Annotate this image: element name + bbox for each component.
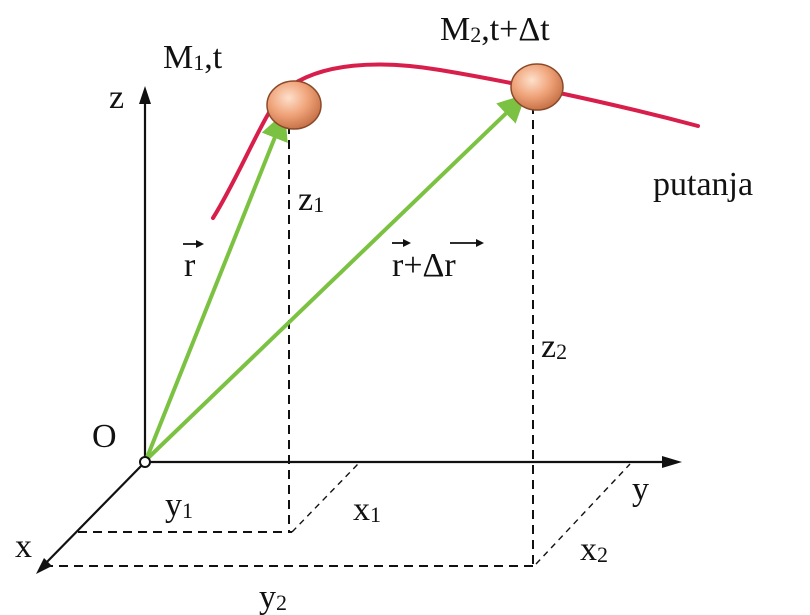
label-r: r — [184, 247, 196, 284]
r-dr-overline-1-arrow — [403, 239, 411, 247]
label-z-axis: z — [109, 79, 124, 116]
label-origin: O — [92, 418, 117, 455]
label-trajectory: putanja — [653, 166, 753, 203]
label-z2: z2 — [541, 328, 567, 365]
label-r-plus-dr: r+Δr — [392, 247, 456, 284]
label-x-axis: x — [15, 528, 32, 565]
x2-projection — [535, 463, 631, 565]
x1-projection — [291, 463, 359, 533]
point-m2 — [510, 63, 564, 111]
label-y2: y2 — [259, 579, 287, 615]
y-axis-arrowhead — [662, 456, 682, 468]
label-y1: y1 — [165, 487, 193, 524]
label-z1: z1 — [298, 181, 324, 218]
label-x1: x1 — [353, 491, 381, 528]
origin-point — [139, 456, 151, 468]
r-overline-arrow — [196, 240, 204, 248]
vector-r-plus-dr — [144, 94, 527, 462]
label-m2: M2,t+Δt — [440, 11, 550, 48]
label-y-axis: y — [632, 471, 649, 508]
r-dr-overline-2-arrow — [476, 239, 484, 247]
label-m1: M1,t — [163, 39, 223, 76]
vector-r — [144, 111, 288, 461]
point-m1 — [266, 80, 322, 130]
label-x2: x2 — [580, 531, 608, 568]
trajectory-curve — [211, 62, 700, 220]
x-axis — [41, 461, 146, 568]
z-axis-arrowhead — [139, 86, 151, 104]
